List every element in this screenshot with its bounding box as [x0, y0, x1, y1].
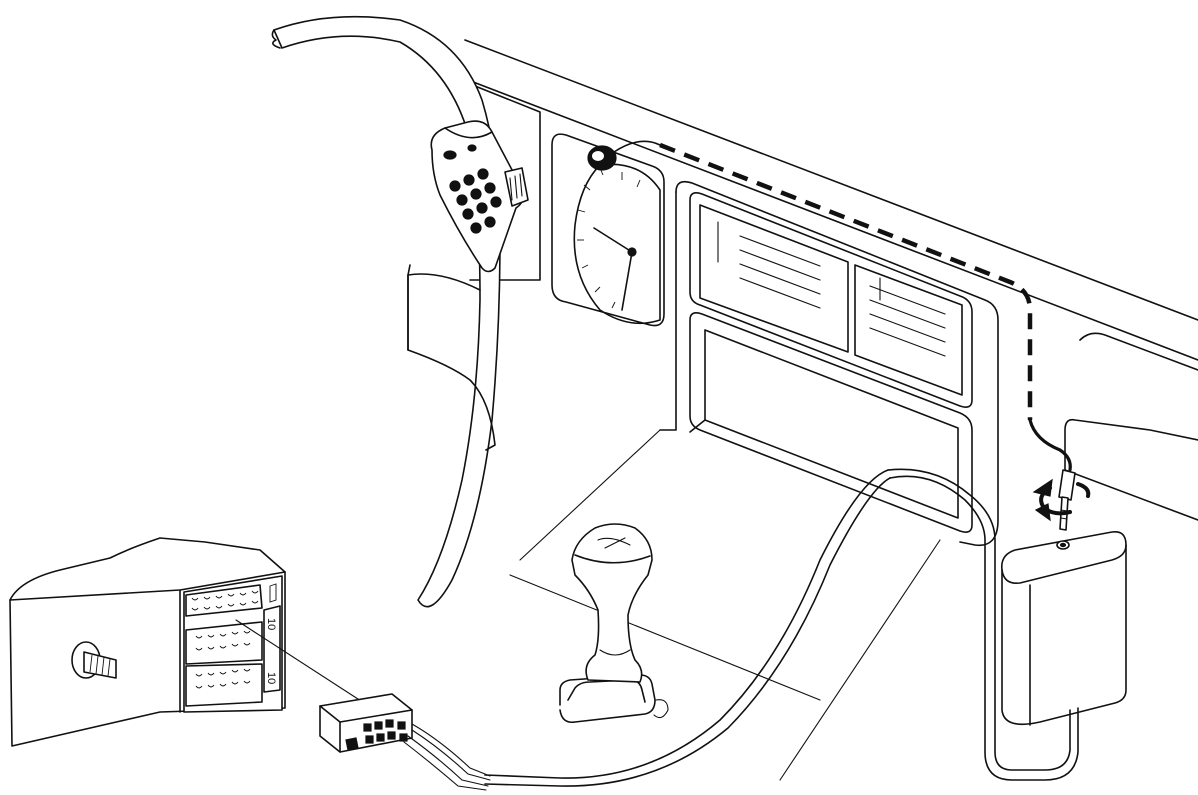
adapter-plug: [319, 693, 491, 791]
remote-buttons: [449, 168, 502, 234]
center-console: [509, 180, 999, 781]
steering-remote: [430, 120, 529, 273]
cable-to-jack: [1028, 418, 1072, 472]
hidden-cable-route: [659, 142, 1033, 420]
harness-cable-inner: [484, 477, 891, 787]
iso-connector-block: 10 10: [183, 575, 283, 713]
leader-line: [235, 619, 379, 713]
plug-pins: [363, 719, 408, 744]
ir-receiver: [587, 140, 661, 171]
connector-label-upper: 10: [265, 618, 277, 630]
plug-wires: [403, 723, 491, 791]
gear-shifter: [559, 523, 669, 724]
iso-pins: [191, 590, 259, 689]
instrument-cluster: [551, 133, 665, 327]
dashboard: [464, 39, 1198, 521]
box-cable-loop: [889, 475, 1079, 781]
harness-cable: [484, 469, 889, 779]
connector-label-lower: 10: [265, 672, 277, 684]
rotate-arrow-icon: [1032, 478, 1091, 522]
interface-box: [1000, 530, 1127, 726]
box-cable-loop-inner: [887, 468, 1071, 771]
steering-wheel: [271, 15, 501, 608]
jack-plug: [1032, 469, 1091, 531]
